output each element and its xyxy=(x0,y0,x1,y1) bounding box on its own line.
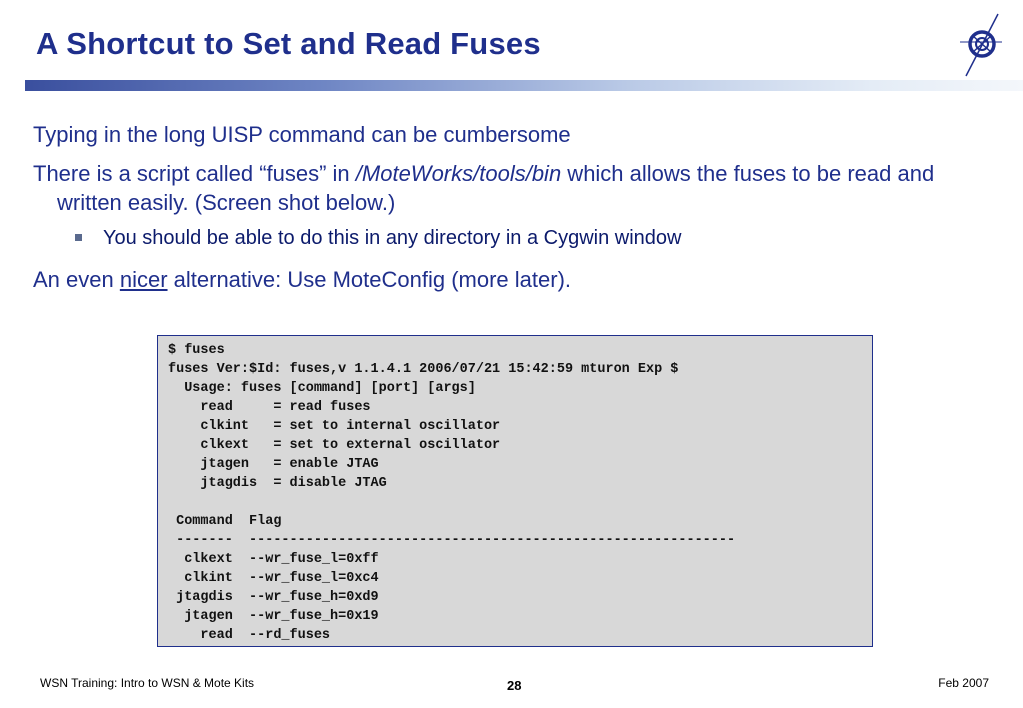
terminal-line: clkext --wr_fuse_l=0xff xyxy=(168,552,379,567)
slide-body: Typing in the long UISP command can be c… xyxy=(33,120,993,304)
footer-course: WSN Training: Intro to WSN & Mote Kits xyxy=(40,676,255,690)
terminal-line: clkint --wr_fuse_l=0xc4 xyxy=(168,571,379,586)
terminal-line: Command Flag xyxy=(168,514,282,529)
sub-bullet-cygwin: You should be able to do this in any dir… xyxy=(75,225,993,251)
terminal-line: Usage: fuses [command] [port] [args] xyxy=(168,381,476,396)
bullet-moteconfig: An even nicer alternative: Use MoteConfi… xyxy=(33,267,572,292)
footer-date: Feb 2007 xyxy=(938,676,989,690)
terminal-line: ------- --------------------------------… xyxy=(168,533,736,548)
terminal-line: jtagdis --wr_fuse_h=0xd9 xyxy=(168,590,379,605)
path-text: /MoteWorks/tools/bin xyxy=(355,161,562,186)
terminal-output: $ fuses fuses Ver:$Id: fuses,v 1.1.4.1 2… xyxy=(168,341,862,645)
terminal-line: jtagdis = disable JTAG xyxy=(168,476,387,491)
terminal-line: $ fuses xyxy=(168,343,225,358)
square-bullet-icon xyxy=(75,234,82,241)
terminal-line: clkint = set to internal oscillator xyxy=(168,419,501,434)
bullet-uisp: Typing in the long UISP command can be c… xyxy=(33,122,571,147)
terminal-line: read --rd_fuses xyxy=(168,628,331,643)
terminal-line: fuses Ver:$Id: fuses,v 1.1.4.1 2006/07/2… xyxy=(168,362,679,377)
terminal-screenshot: $ fuses fuses Ver:$Id: fuses,v 1.1.4.1 2… xyxy=(157,335,873,647)
bullet-fuses-script: There is a script called “fuses” in /Mot… xyxy=(33,161,935,215)
page-number: 28 xyxy=(507,678,522,693)
slide-title: A Shortcut to Set and Read Fuses xyxy=(36,26,541,61)
terminal-line: clkext = set to external oscillator xyxy=(168,438,501,453)
terminal-line: jtagen = enable JTAG xyxy=(168,457,379,472)
compass-logo-icon xyxy=(960,13,1002,77)
terminal-line: jtagen --wr_fuse_h=0x19 xyxy=(168,609,379,624)
title-underline-bar xyxy=(25,80,1023,91)
terminal-line: read = read fuses xyxy=(168,400,371,415)
nicer-text: nicer xyxy=(119,267,168,292)
